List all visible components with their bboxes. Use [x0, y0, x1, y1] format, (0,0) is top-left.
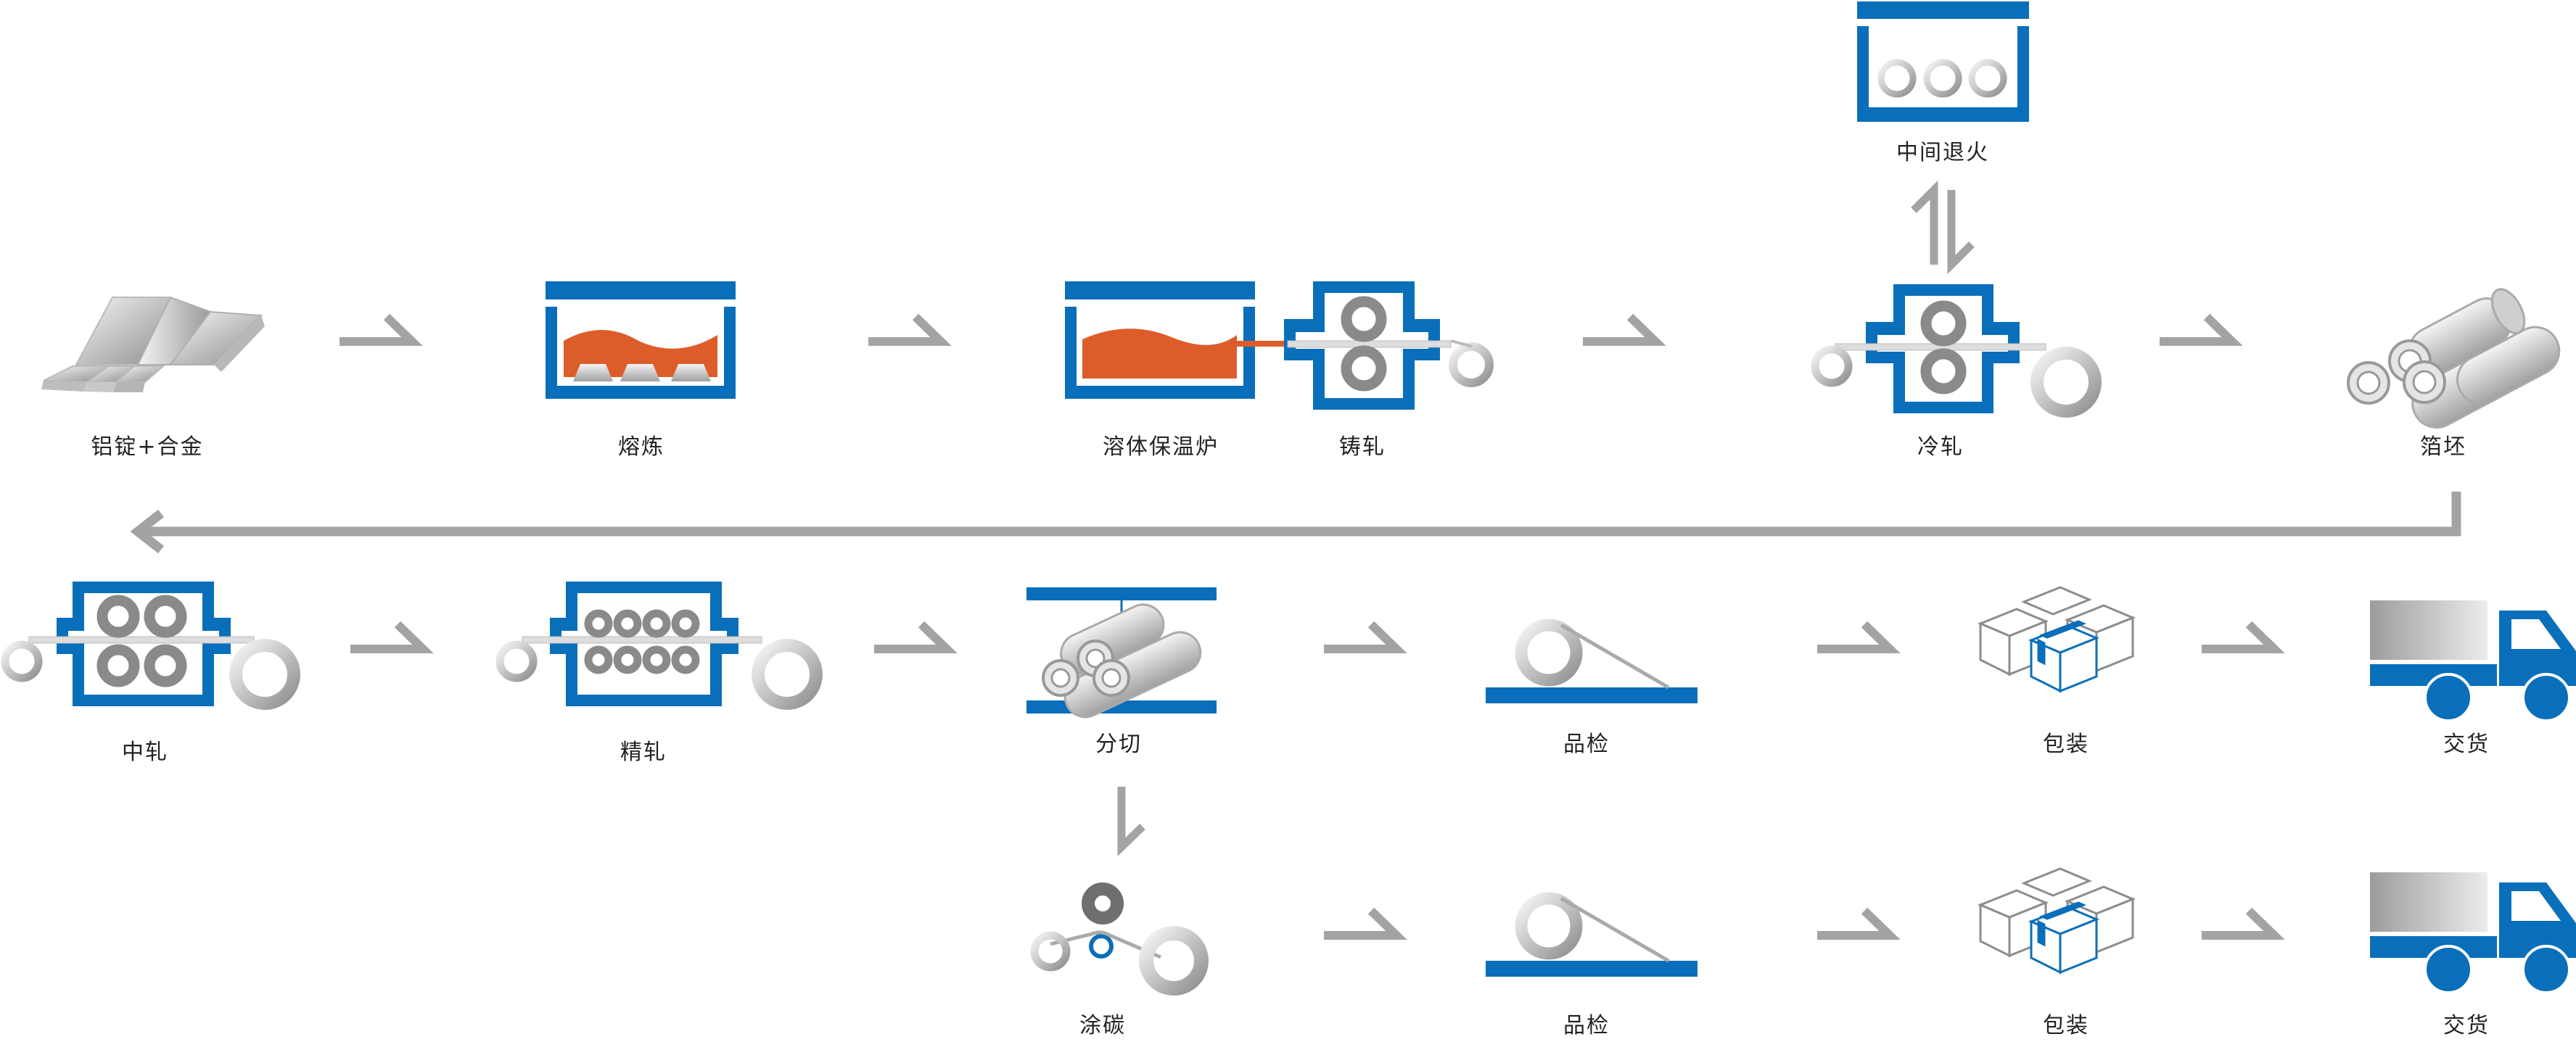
flow-arrow — [350, 624, 423, 649]
step-label-intermediate-annealing: 中间退火 — [1896, 140, 1989, 165]
flow-arrow — [2160, 317, 2232, 342]
annealing-furnace-icon — [1857, 1, 2029, 122]
step-label-inspection: 品检 — [1563, 732, 1610, 757]
flow-arrow — [340, 317, 412, 342]
aluminum-ingot-icon — [41, 296, 265, 392]
inspection-table-icon — [1486, 892, 1698, 977]
step-label-slitting: 分切 — [1095, 732, 1142, 757]
flow-arrow — [1817, 624, 1890, 649]
foil-coils-icon — [2347, 288, 2561, 429]
carbon-coater-icon — [1030, 882, 1209, 996]
step-label-inspection-2: 品检 — [1563, 1013, 1610, 1038]
step-label-delivery: 交货 — [2443, 732, 2490, 757]
rolling-mill-icon — [1, 582, 300, 710]
step-label-melting: 熔炼 — [618, 434, 664, 460]
bidirectional-arrow — [1911, 180, 1975, 275]
packing-boxes-icon — [1978, 867, 2136, 975]
flow-arrow — [868, 317, 941, 342]
packing-boxes-icon — [1978, 586, 2136, 693]
step-label-finish-rolling: 精轧 — [620, 740, 667, 765]
flow-arrow — [874, 624, 947, 649]
rolling-mill-icon — [1284, 281, 1494, 410]
step-label-ingot: 铝锭+合金 — [91, 434, 204, 460]
slitting-machine-icon — [1026, 587, 1217, 719]
flow-arrow — [1817, 911, 1890, 935]
step-label-intermediate-rolling: 中轧 — [122, 740, 168, 765]
delivery-truck-icon — [2370, 872, 2576, 994]
step-label-delivery-2: 交货 — [2443, 1013, 2490, 1038]
flow-arrow — [2202, 911, 2274, 935]
flow-arrow — [1324, 911, 1396, 935]
flow-arrow — [2202, 624, 2274, 649]
step-label-carbon-coating: 涂碳 — [1079, 1013, 1126, 1038]
step-label-cast-rolling: 铸轧 — [1339, 434, 1386, 460]
inspection-table-icon — [1486, 619, 1698, 703]
melting-furnace-icon — [546, 281, 736, 399]
step-label-packing-2: 包装 — [2043, 1013, 2089, 1038]
delivery-truck-icon — [2370, 600, 2576, 722]
return-flow-line — [130, 492, 2461, 554]
rolling-mill-icon — [495, 582, 823, 710]
step-label-packing: 包装 — [2043, 732, 2089, 757]
step-label-cold-rolling: 冷轧 — [1917, 434, 1964, 460]
step-label-foil-stock: 箔坯 — [2420, 434, 2466, 460]
flow-arrow — [1583, 317, 1655, 342]
flow-arrow — [1324, 624, 1396, 649]
rolling-mill-icon — [1811, 284, 2102, 418]
holding-furnace-icon — [1065, 281, 1317, 399]
down-flow-arrow — [1117, 787, 1145, 856]
step-label-holding-furnace: 溶体保温炉 — [1103, 434, 1219, 460]
